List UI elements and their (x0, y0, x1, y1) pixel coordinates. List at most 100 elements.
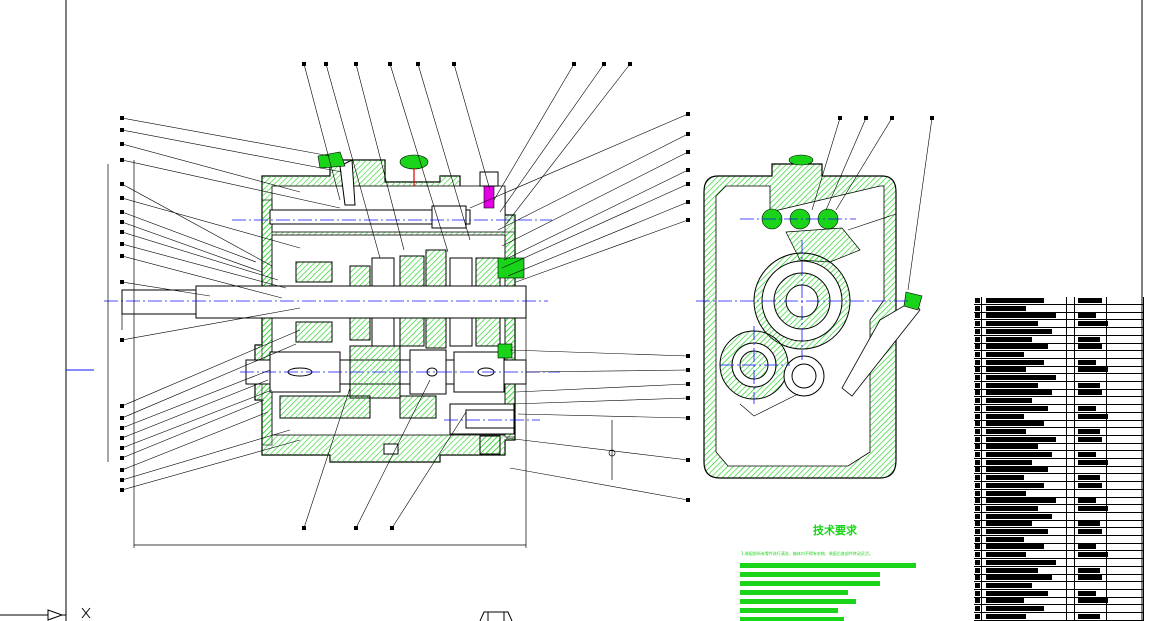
parts-list-number-cell (975, 552, 980, 558)
main-section-view (104, 62, 690, 548)
parts-list-column-rule (1143, 297, 1144, 621)
parts-list-number-cell (975, 521, 980, 527)
parts-list-number-cell (975, 606, 980, 611)
parts-list-material-cell (1078, 475, 1100, 481)
parts-list-name-cell (986, 298, 1044, 303)
parts-list-number-cell (975, 575, 980, 581)
parts-list-material-cell (1078, 552, 1108, 558)
parts-list-row (974, 374, 1144, 382)
parts-list-number-cell (975, 413, 980, 419)
parts-list-number-cell (975, 567, 980, 573)
main-shaft (121, 249, 527, 349)
parts-list-number-cell (975, 375, 980, 380)
tech-requirements-lines (740, 563, 916, 621)
countershaft (245, 343, 527, 399)
parts-list-number-cell (975, 475, 980, 481)
parts-list-name-cell (986, 436, 1056, 442)
parts-list-number-cell (975, 490, 980, 496)
parts-list-number-cell (975, 436, 980, 442)
parts-list-row (974, 613, 1144, 621)
side-section-view (696, 116, 934, 479)
parts-list-name-cell (986, 336, 1032, 342)
parts-list-row (974, 520, 1144, 529)
parts-list-row (974, 297, 1144, 305)
parts-list-number-cell (975, 405, 980, 411)
parts-list-number-cell (975, 505, 980, 511)
parts-list-row (974, 543, 1144, 552)
parts-list-number-cell (975, 359, 980, 365)
parts-list-column-rule (981, 297, 982, 621)
parts-list-row (974, 389, 1144, 398)
parts-list-row (974, 428, 1144, 436)
parts-list-name-cell (986, 606, 1044, 611)
parts-list-row (974, 336, 1144, 344)
parts-list-row (974, 513, 1144, 521)
parts-list-row (974, 405, 1144, 413)
parts-list-number-cell (975, 313, 980, 319)
parts-list-name-cell (986, 413, 1024, 419)
parts-list-material-cell (1078, 567, 1100, 573)
parts-list-name-cell (986, 428, 1026, 434)
parts-list-name-cell (986, 398, 1032, 404)
parts-list-name-cell (986, 475, 1024, 481)
parts-list-name-cell (986, 490, 1026, 496)
parts-list-number-cell (975, 482, 980, 488)
parts-list-material-cell (1078, 359, 1096, 365)
parts-list-material-cell (1078, 482, 1102, 488)
parts-list-number-cell (975, 390, 980, 396)
parts-list-row (974, 359, 1144, 367)
part-number-tags (120, 62, 690, 530)
parts-list-row (974, 567, 1144, 575)
parts-list-number-cell (975, 336, 980, 342)
parts-list-material-cell (1078, 590, 1096, 596)
parts-list-number-cell (975, 344, 980, 350)
parts-list-number-cell (975, 559, 980, 565)
parts-list-row (974, 436, 1144, 444)
parts-list-number-cell (975, 459, 980, 465)
parts-list-material-cell (1078, 313, 1096, 319)
parts-list-name-cell (986, 328, 1052, 334)
parts-list-number-cell (975, 398, 980, 404)
parts-list-row (974, 505, 1144, 513)
parts-list-material-cell (1078, 382, 1100, 388)
parts-list-row (974, 312, 1144, 321)
parts-list-name-cell (986, 359, 1044, 365)
parts-list-material-cell (1078, 613, 1100, 619)
parts-list-material-cell (1078, 336, 1100, 342)
parts-list-number-cell (975, 590, 980, 596)
parts-list-row (974, 366, 1144, 375)
parts-list-row (974, 559, 1144, 567)
parts-list-name-cell (986, 321, 1038, 327)
parts-list-row (974, 574, 1144, 583)
parts-list-number-cell (975, 321, 980, 327)
parts-list-name-cell (986, 513, 1052, 519)
parts-list-row (974, 451, 1144, 459)
parts-list-name-cell (986, 375, 1056, 380)
parts-list-name-cell (986, 482, 1044, 488)
parts-list-row (974, 382, 1144, 390)
parts-list-name-cell (986, 421, 1044, 427)
parts-list-name-cell (986, 313, 1056, 319)
parts-list-row (974, 343, 1144, 352)
parts-list-number-cell (975, 513, 980, 519)
parts-list-number-cell (975, 529, 980, 534)
parts-list-material-cell (1078, 459, 1108, 465)
parts-list-material-cell (1078, 436, 1102, 442)
parts-list-name-cell (986, 521, 1032, 527)
parts-list-material-cell (1078, 367, 1108, 373)
parts-list-column-rule (1066, 297, 1067, 621)
parts-list-number-cell (975, 444, 980, 450)
parts-list-name-cell (986, 575, 1052, 581)
parts-list-number-cell (975, 382, 980, 388)
parts-list-column-rule (1106, 297, 1107, 621)
parts-list-material-cell (1078, 575, 1102, 581)
main-view-dimensions (107, 160, 616, 548)
parts-list-row (974, 536, 1144, 544)
parts-list-row (974, 497, 1144, 506)
parts-list-row (974, 597, 1144, 606)
parts-list-material-cell (1078, 452, 1096, 457)
parts-list-number-cell (975, 298, 980, 303)
parts-list-name-cell (986, 467, 1048, 473)
parts-list-row (974, 590, 1144, 598)
